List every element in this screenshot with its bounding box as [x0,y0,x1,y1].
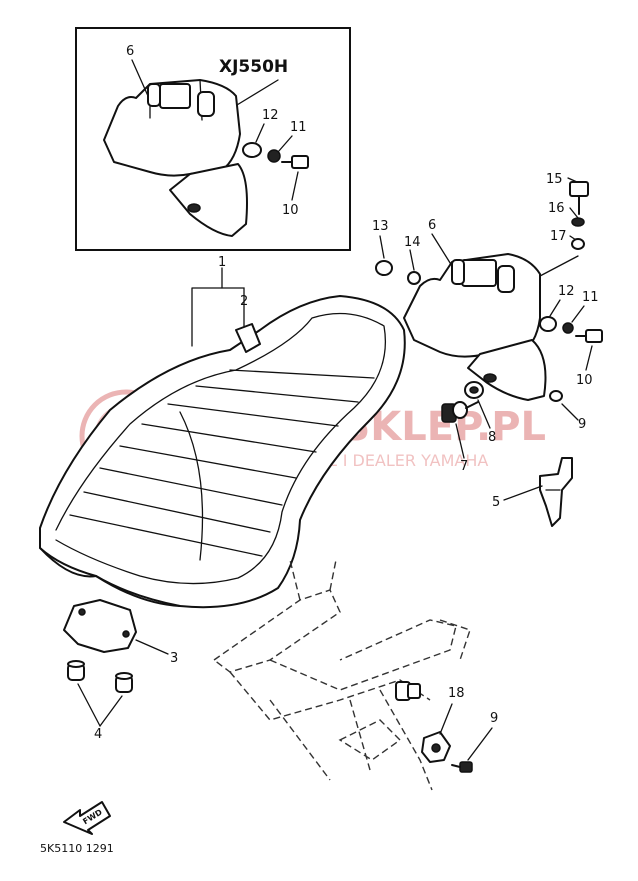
callout-14: 14 [404,235,421,250]
grab-rail [403,253,547,401]
collar-17 [571,238,585,250]
bolt-inset [281,155,309,169]
callout-18: 18 [448,686,465,701]
model-label: XJ550H [219,57,288,77]
callout-15: 15 [546,172,563,187]
callout-2: 2 [240,294,248,309]
seat-bracket [235,323,261,353]
diagram-code: 5K5110 1291 [40,842,114,855]
callout-inset-6: 6 [126,44,134,59]
bolt-10 [575,329,603,343]
callout-12: 12 [558,284,575,299]
screw-9b [451,761,473,773]
callout-3: 3 [170,651,178,666]
callout-4: 4 [94,727,102,742]
latch-5 [539,457,573,527]
lock-7 [441,401,479,423]
lock-18 [421,731,451,763]
callout-10: 10 [576,373,593,388]
damper-4a [67,660,85,681]
washer-inset [267,149,281,163]
fwd-arrow-icon: FWD [63,801,111,835]
seat [39,295,406,609]
nut-12 [539,316,557,332]
callout-inset-10: 10 [282,203,299,218]
callout-11: 11 [582,290,599,305]
washer-16 [571,217,585,227]
callout-6: 6 [428,218,436,233]
nut-13 [375,260,393,276]
nut-inset [242,142,262,158]
callout-16: 16 [548,201,565,216]
washer-9a [549,390,563,402]
callout-17: 17 [550,229,567,244]
bolt-15 [569,181,589,215]
callout-13: 13 [372,219,389,234]
inset-panel: XJ550H 6 12 11 10 [75,27,351,251]
callout-inset-11: 11 [290,120,307,135]
grab-rail-inset [103,79,248,237]
callout-9a: 9 [578,417,586,432]
lock-8 [464,381,484,399]
bracket-3 [63,599,137,653]
callout-8: 8 [488,430,496,445]
callout-inset-12: 12 [262,108,279,123]
frame-post [395,681,421,701]
washer-11 [562,322,574,334]
callout-7: 7 [460,459,468,474]
callout-5: 5 [492,495,500,510]
washer-14 [407,271,421,285]
callout-1: 1 [218,255,226,270]
callout-9b: 9 [490,711,498,726]
damper-4b [115,672,133,693]
